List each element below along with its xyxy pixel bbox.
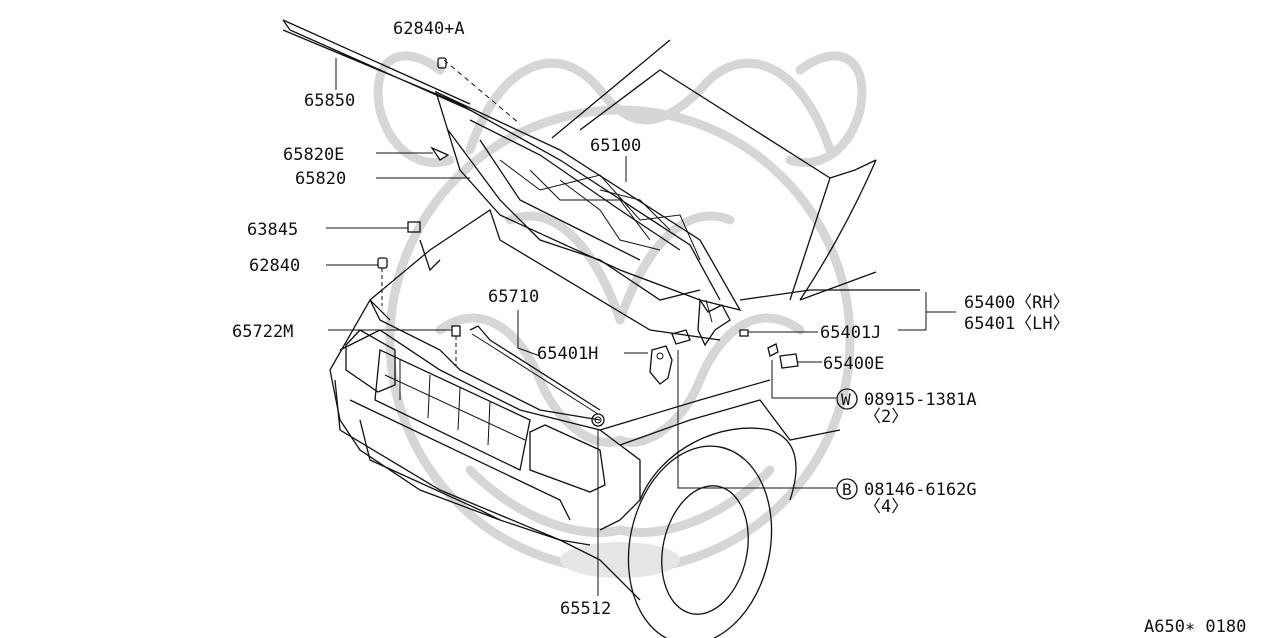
watermark-emblem bbox=[373, 51, 867, 578]
label-63845: 63845 bbox=[247, 220, 298, 240]
washer-symbol-icon bbox=[836, 388, 858, 410]
label-65710: 65710 bbox=[488, 287, 539, 307]
label-08915-prefix: W bbox=[841, 390, 851, 409]
label-65820: 65820 bbox=[295, 169, 346, 189]
label-62840a: 62840+A bbox=[393, 19, 465, 39]
label-65722m: 65722M bbox=[232, 322, 293, 342]
label-65400e: 65400E bbox=[823, 354, 884, 374]
label-62840: 62840 bbox=[249, 256, 300, 276]
label-08146-prefix: B bbox=[842, 480, 852, 499]
label-65820e: 65820E bbox=[283, 145, 344, 165]
label-65100: 65100 bbox=[590, 136, 641, 156]
label-08915: 08915-1381A bbox=[864, 390, 977, 410]
leader-lines bbox=[326, 58, 956, 596]
bolt-symbol-icon bbox=[836, 478, 858, 500]
label-08146-qty: 〈4〉 bbox=[864, 497, 908, 517]
label-65400rh: 65400〈RH〉 bbox=[964, 293, 1070, 313]
label-65401h: 65401H bbox=[537, 344, 598, 364]
label-65512: 65512 bbox=[560, 599, 611, 619]
part-labels: 62840+A 65850 65820E 65820 65100 63845 6… bbox=[232, 19, 1246, 637]
vehicle-drawing bbox=[282, 19, 920, 638]
label-08915-qty: 〈2〉 bbox=[864, 407, 908, 427]
label-65850: 65850 bbox=[304, 91, 355, 111]
label-65401j: 65401J bbox=[820, 323, 881, 343]
diagram-code: A650∗ 0180 bbox=[1144, 617, 1246, 637]
label-08146: 08146-6162G bbox=[864, 480, 977, 500]
label-65401lh: 65401〈LH〉 bbox=[964, 314, 1070, 334]
